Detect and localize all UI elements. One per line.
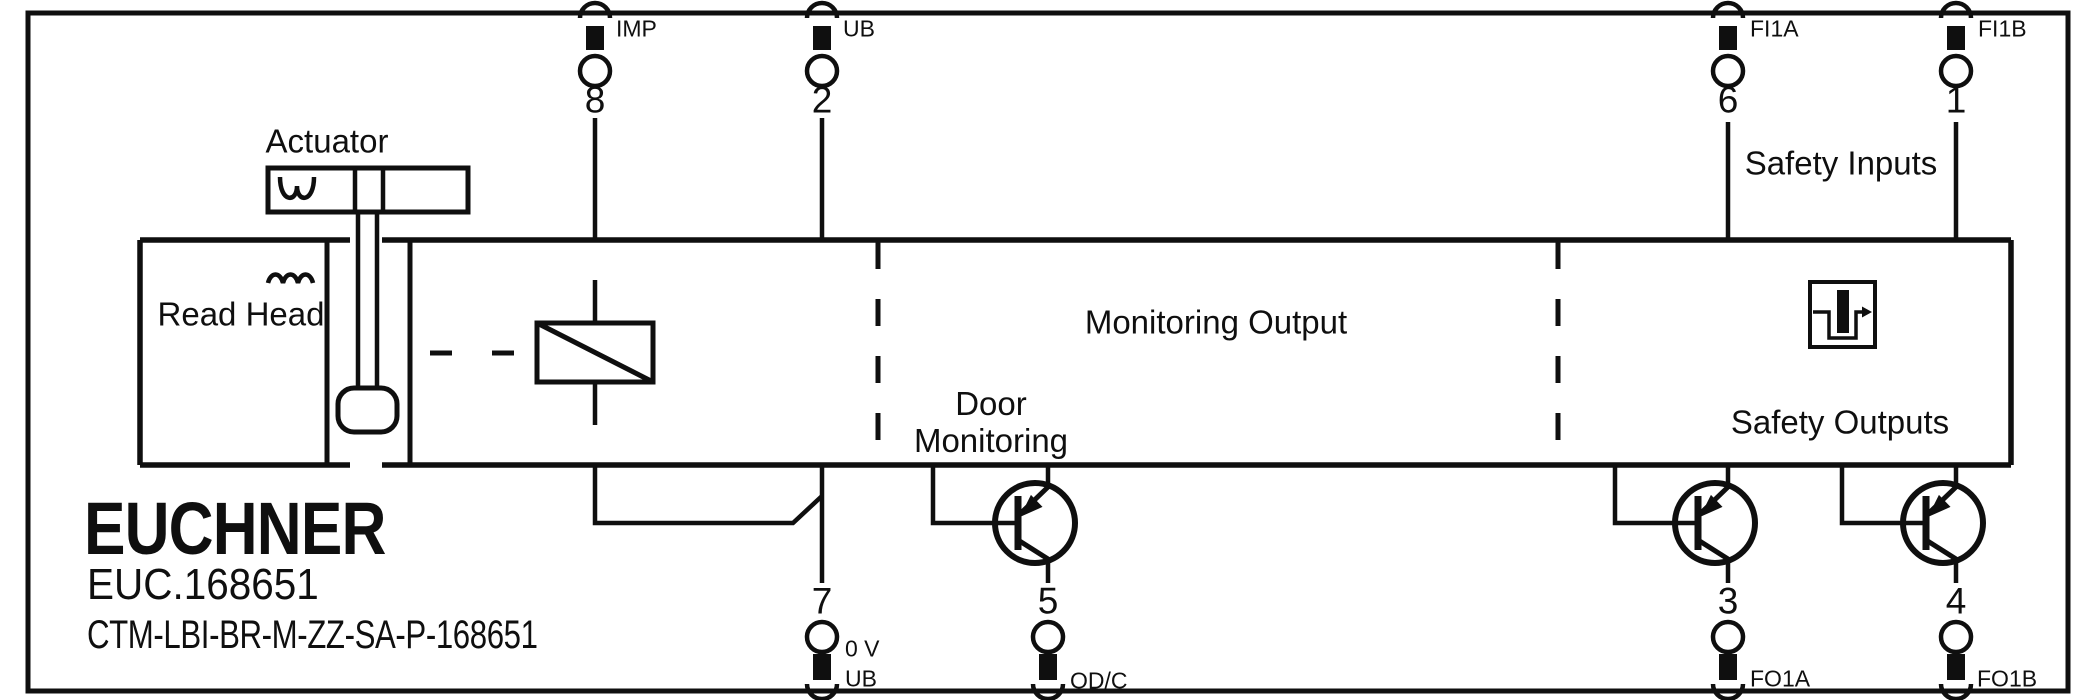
safety-outputs-label: Safety Outputs [1730, 403, 1950, 441]
pin4-label: FO1B [1977, 665, 2038, 692]
actuator-tongue [335, 385, 400, 435]
monitoring-output-label: Monitoring Output [1084, 303, 1348, 341]
odc-transistor-base-lead [930, 465, 1018, 526]
pin4-number: 4 [1945, 580, 1967, 622]
pin7-connector-icon [807, 622, 837, 699]
actuator-box-dividers [352, 168, 386, 212]
pulse-icon [1808, 280, 1877, 349]
read-head-label: Read Head [157, 295, 325, 333]
pin7-number: 7 [811, 580, 833, 622]
pin1-number: 1 [1945, 79, 1967, 121]
pin4-connector-icon [1941, 622, 1971, 699]
door-monitoring-line1: Door [955, 385, 1027, 422]
pin8-number: 8 [584, 79, 606, 121]
safety-inputs-label: Safety Inputs [1744, 144, 1938, 182]
pin6-label: FI1A [1750, 15, 1799, 42]
actuator-shaft [355, 212, 380, 388]
pin3-label: FO1A [1750, 665, 1811, 692]
door-monitoring-line2: Monitoring [913, 422, 1069, 459]
relay-diagonal [535, 320, 655, 385]
fo1a-transistor-base-lead [1612, 465, 1698, 526]
door-monitoring-label: Door Monitoring [914, 385, 1068, 459]
pin5-label: OD/C [1070, 667, 1128, 694]
pin6-number: 6 [1717, 79, 1739, 121]
pin2-label: UB [843, 15, 875, 42]
order-code: EUC.168651 [87, 560, 319, 609]
pin3-number: 3 [1717, 580, 1739, 622]
pin7-label-0v: 0 V [845, 635, 880, 662]
actuator-coil-icon [277, 176, 317, 200]
pin7-label-ub: UB [845, 665, 877, 692]
pin2-number: 2 [811, 79, 833, 121]
pin5-connector-icon [1033, 622, 1063, 699]
pin1-label: FI1B [1978, 15, 2027, 42]
brand-logo: EUCHNER [84, 487, 386, 570]
pin5-number: 5 [1037, 580, 1059, 622]
top-pin-leads [592, 118, 1959, 240]
page-border [25, 10, 2071, 694]
relay-to-0v-jog [592, 467, 824, 526]
read-head-coil-icon [265, 272, 316, 284]
actuator-label: Actuator [265, 122, 389, 160]
actuator-box [265, 165, 471, 215]
device-body-box [137, 237, 2014, 468]
type-code: CTM-LBI-BR-M-ZZ-SA-P-168651 [87, 613, 538, 657]
pin8-label: IMP [616, 15, 657, 42]
relay-icon [534, 320, 656, 385]
pin3-connector-icon [1713, 622, 1743, 699]
fo1b-transistor-base-lead [1839, 465, 1926, 526]
